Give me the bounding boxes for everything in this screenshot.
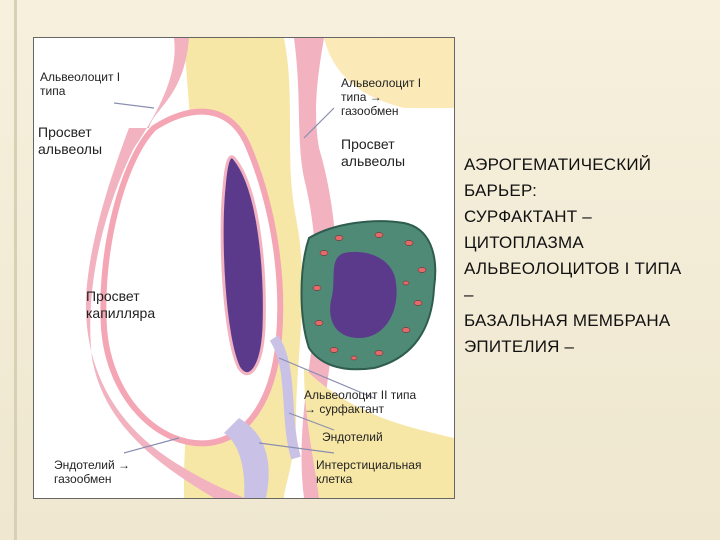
left-border-rule (14, 0, 17, 540)
label-alveolocyte-i-right: Альвеолоцит I типа → газообмен (341, 76, 421, 118)
title-line: БАЗАЛЬНАЯ МЕМБРАНА (464, 308, 712, 334)
title-line: АЛЬВЕОЛОЦИТОВ I ТИПА (464, 256, 712, 282)
label-alveolocyte-i-left: Альвеолоцит I типа (40, 70, 120, 98)
label-endothelium: Эндотелий (322, 430, 383, 444)
label-alveolocyte-ii: Альвеолоцит II типа → сурфактант (304, 388, 416, 416)
title-line: АЭРОГЕМАТИЧЕСКИЙ (464, 152, 712, 178)
label-alveolus-lumen-right: Просвет альвеолы (341, 136, 405, 170)
slide-title: АЭРОГЕМАТИЧЕСКИЙ БАРЬЕР: СУРФАКТАНТ – ЦИ… (464, 152, 712, 360)
title-line: ЭПИТЕЛИЯ – (464, 334, 712, 360)
title-line: БАРЬЕР: (464, 178, 712, 204)
air-blood-barrier-figure: Альвеолоцит I типа Альвеолоцит I типа → … (33, 37, 455, 499)
title-line: – (464, 282, 712, 308)
title-line: ЦИТОПЛАЗМА (464, 230, 712, 256)
label-endothelium-gas-exchange: Эндотелий → газообмен (54, 458, 130, 486)
label-alveolus-lumen-left: Просвет альвеолы (38, 124, 102, 158)
title-line: СУРФАКТАНТ – (464, 204, 712, 230)
label-interstitial-cell: Интерстициальная клетка (316, 458, 421, 486)
label-capillary-lumen: Просвет капилляра (86, 288, 155, 322)
